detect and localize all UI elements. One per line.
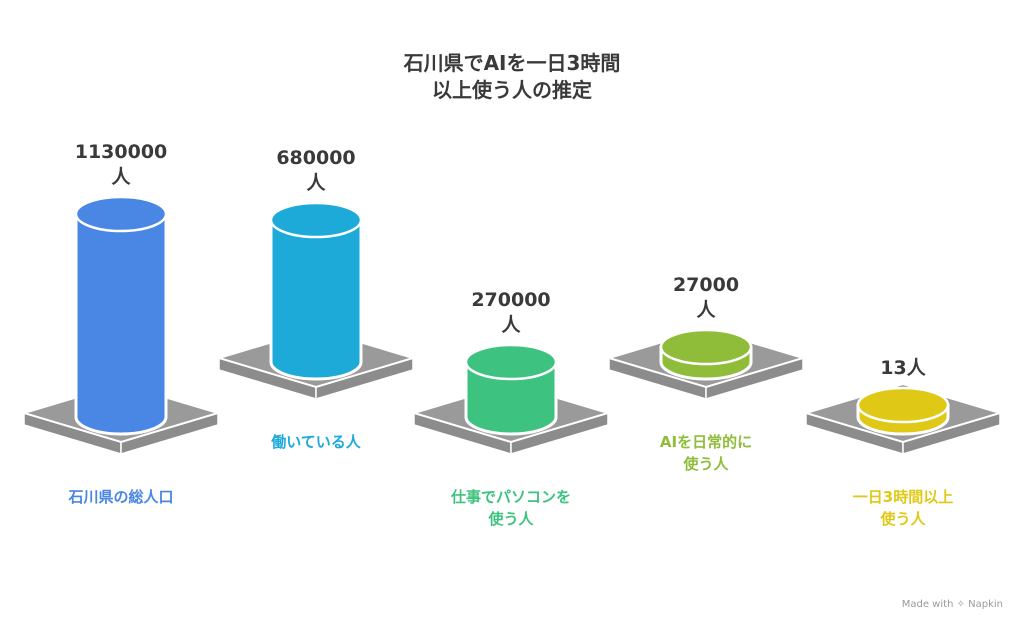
- value-label: 270000: [471, 289, 550, 311]
- chart-title-line-2: 以上使う人の推定: [432, 78, 592, 102]
- cylinder-top: [856, 386, 950, 424]
- category-label: 使う人: [682, 455, 729, 473]
- cylinder-body: [464, 360, 558, 436]
- category-label: 使う人: [879, 510, 926, 528]
- cylinder-top: [464, 343, 558, 381]
- value-label: 人: [306, 172, 326, 194]
- chart-title: 石川県でAIを一日3時間 以上使う人の推定: [403, 51, 621, 102]
- value-label: 27000: [673, 274, 739, 296]
- value-label: 680000: [276, 147, 355, 169]
- cylinder-top: [269, 201, 363, 239]
- value-label: 人: [111, 166, 131, 188]
- cylinder-top: [74, 195, 168, 233]
- chart-title-line-1: 石川県でAIを一日3時間: [403, 51, 621, 75]
- category-label: AIを日常的に: [660, 433, 752, 451]
- category-label: 使う人: [487, 510, 534, 528]
- cylinder-top: [659, 328, 753, 366]
- category-label: 一日3時間以上: [853, 488, 953, 506]
- value-label: 人: [696, 299, 716, 321]
- made-with-napkin-credit: Made with ✧ Napkin: [902, 599, 1003, 610]
- cylinder-body: [74, 212, 168, 436]
- category-label: 働いている人: [270, 433, 362, 451]
- category-label: 石川県の総人口: [67, 488, 173, 506]
- value-label: 人: [501, 314, 521, 336]
- cylinder-body: [269, 218, 363, 381]
- value-label: 1130000: [75, 141, 168, 163]
- value-label: 13人: [880, 357, 926, 379]
- category-label: 仕事でパソコンを: [450, 488, 571, 506]
